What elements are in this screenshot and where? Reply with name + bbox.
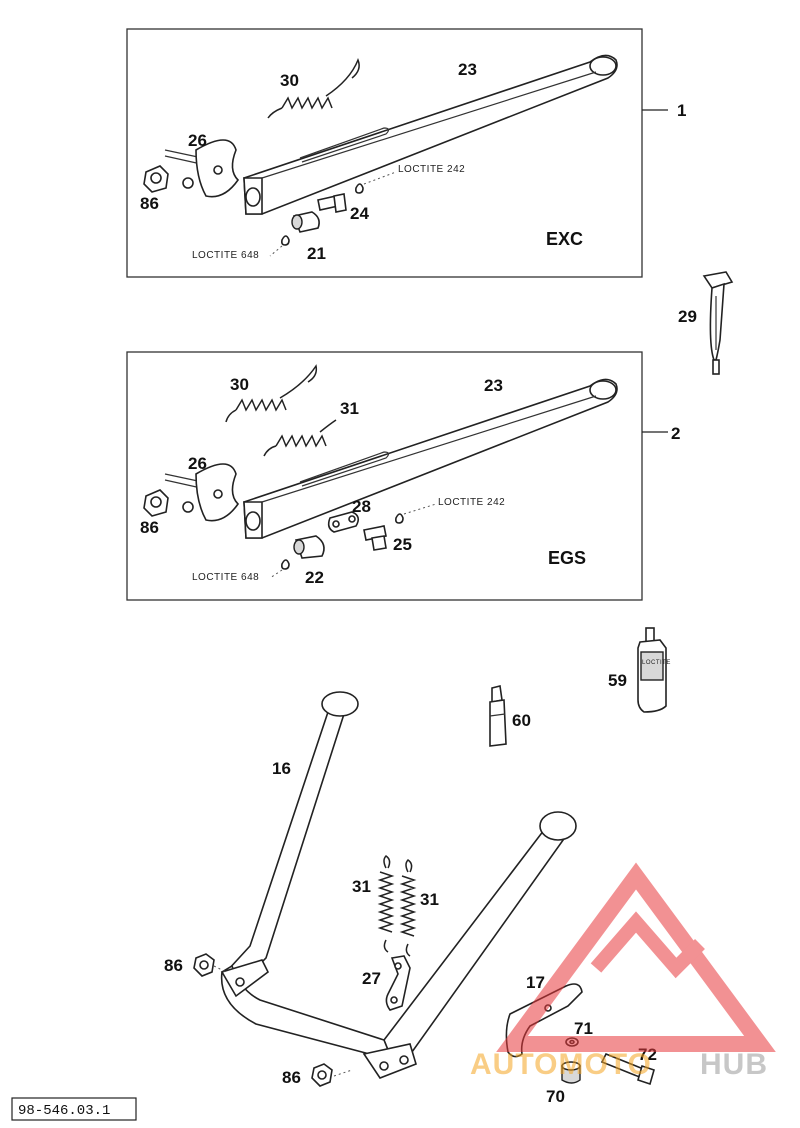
label-86-egs: 86 bbox=[140, 518, 159, 537]
loctite-242-text-egs: LOCTITE 242 bbox=[438, 497, 505, 508]
center-stand-16: 16 bbox=[220, 691, 577, 1079]
label-25-egs: 25 bbox=[393, 535, 412, 554]
egs-frame bbox=[126, 351, 643, 601]
label-86-exc: 86 bbox=[140, 194, 159, 213]
pivot-bolt-egs bbox=[164, 463, 240, 522]
buffer-22-egs bbox=[293, 535, 325, 559]
loctite-648-leader-exc bbox=[269, 245, 283, 257]
label-21-exc: 21 bbox=[307, 244, 326, 263]
loctite-bottle-59: LOCTITE 59 bbox=[608, 627, 671, 713]
nut-86-upper: 86 bbox=[164, 953, 227, 977]
label-71: 71 bbox=[574, 1019, 593, 1038]
loctite-648-text-egs: LOCTITE 648 bbox=[192, 572, 259, 583]
label-31-egs: 31 bbox=[340, 399, 359, 418]
variant-egs: EGS bbox=[548, 548, 586, 568]
bolt-72: 72 bbox=[600, 1045, 657, 1086]
label-70: 70 bbox=[546, 1087, 565, 1106]
label-86-upper: 86 bbox=[164, 956, 183, 975]
bottle-label: LOCTITE bbox=[642, 660, 671, 666]
spring-30-egs bbox=[225, 364, 318, 423]
spring-31-egs bbox=[263, 419, 337, 457]
label-17: 17 bbox=[526, 973, 545, 992]
loctite-drop-242-exc bbox=[355, 183, 364, 194]
label-31-right: 31 bbox=[420, 890, 439, 909]
exc-frame bbox=[126, 28, 643, 278]
pivot-bolt-exc bbox=[164, 139, 240, 198]
loctite-242-leader-egs bbox=[403, 503, 437, 515]
spring-31-left: 31 bbox=[352, 855, 395, 953]
exc-ref-label: 1 bbox=[677, 101, 686, 120]
buffer-21-exc bbox=[291, 211, 320, 233]
label-31-left: 31 bbox=[352, 877, 371, 896]
screw-24-exc bbox=[317, 193, 347, 213]
nut-86-egs bbox=[143, 489, 169, 517]
spring-30-exc bbox=[267, 57, 360, 119]
egs-assembly-box: 2 bbox=[126, 351, 680, 601]
label-86-lower: 86 bbox=[282, 1068, 301, 1087]
grease-tube-60: 60 bbox=[489, 685, 531, 747]
screw-25-egs bbox=[363, 525, 387, 551]
loctite-drop-648-egs bbox=[281, 559, 290, 570]
watermark-m-icon bbox=[590, 911, 705, 979]
loctite-648-leader-egs bbox=[269, 569, 283, 579]
label-30-exc: 30 bbox=[280, 71, 299, 90]
label-29: 29 bbox=[678, 307, 697, 326]
label-28-egs: 28 bbox=[352, 497, 371, 516]
variant-exc: EXC bbox=[546, 229, 583, 249]
tool-29: 29 bbox=[678, 271, 734, 375]
diagram-code: 98-546.03.1 bbox=[18, 1103, 110, 1119]
label-26-egs: 26 bbox=[188, 454, 207, 473]
exc-assembly-box: 1 bbox=[126, 28, 686, 278]
spring-31-right: 31 bbox=[399, 859, 439, 957]
side-stand-leg-egs bbox=[243, 378, 618, 539]
watermark-text-left: AUTOMOTO bbox=[470, 1048, 652, 1081]
bracket-27: 27 bbox=[362, 955, 411, 1011]
label-23-egs: 23 bbox=[484, 376, 503, 395]
label-30-egs: 30 bbox=[230, 375, 249, 394]
watermark-text-right: HUB bbox=[700, 1048, 768, 1081]
label-26-exc: 26 bbox=[188, 131, 207, 150]
label-24-exc: 24 bbox=[350, 204, 369, 223]
label-22-egs: 22 bbox=[305, 568, 324, 587]
loctite-242-leader-exc bbox=[363, 171, 397, 185]
loctite-648-text-exc: LOCTITE 648 bbox=[192, 250, 259, 261]
loctite-drop-648-exc bbox=[281, 235, 290, 246]
label-23-exc: 23 bbox=[458, 60, 477, 79]
loctite-drop-242-egs bbox=[395, 513, 404, 524]
label-27: 27 bbox=[362, 969, 381, 988]
label-16: 16 bbox=[272, 759, 291, 778]
label-60: 60 bbox=[512, 711, 531, 730]
nut-86-lower: 86 bbox=[282, 1063, 353, 1087]
watermark-triangle-icon bbox=[496, 862, 776, 1052]
nut-86-exc bbox=[143, 165, 169, 193]
bracket-28-egs bbox=[327, 511, 360, 533]
automotohub-watermark: AUTOMOTO HUB bbox=[470, 862, 776, 1081]
loctite-242-text-exc: LOCTITE 242 bbox=[398, 164, 465, 175]
egs-ref-label: 2 bbox=[671, 424, 680, 443]
label-59: 59 bbox=[608, 671, 627, 690]
spacer-70: 70 bbox=[546, 1061, 581, 1106]
side-stand-leg-exc bbox=[243, 54, 618, 215]
diagram-code-box: 98-546.03.1 bbox=[11, 1097, 137, 1121]
